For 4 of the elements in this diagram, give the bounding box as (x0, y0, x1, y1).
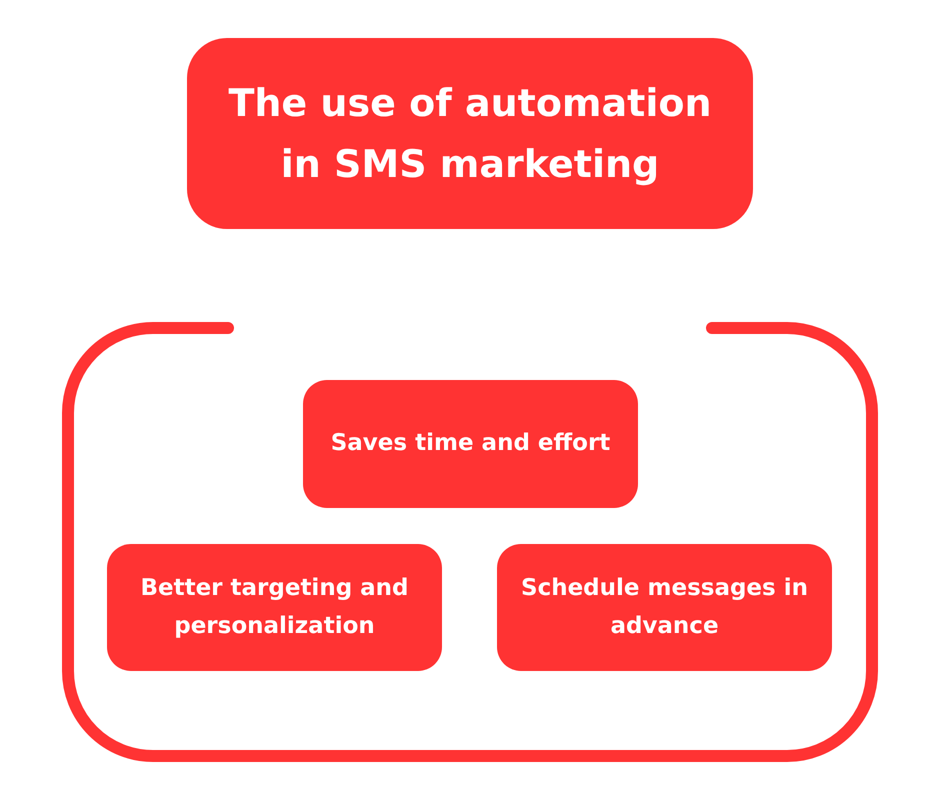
title-box: The use of automation in SMS marketing (187, 38, 753, 229)
benefit-box: Schedule messages in advance (497, 544, 832, 671)
benefit-box: Better targeting and personalization (107, 544, 442, 671)
benefit-box: Saves time and effort (303, 380, 638, 508)
